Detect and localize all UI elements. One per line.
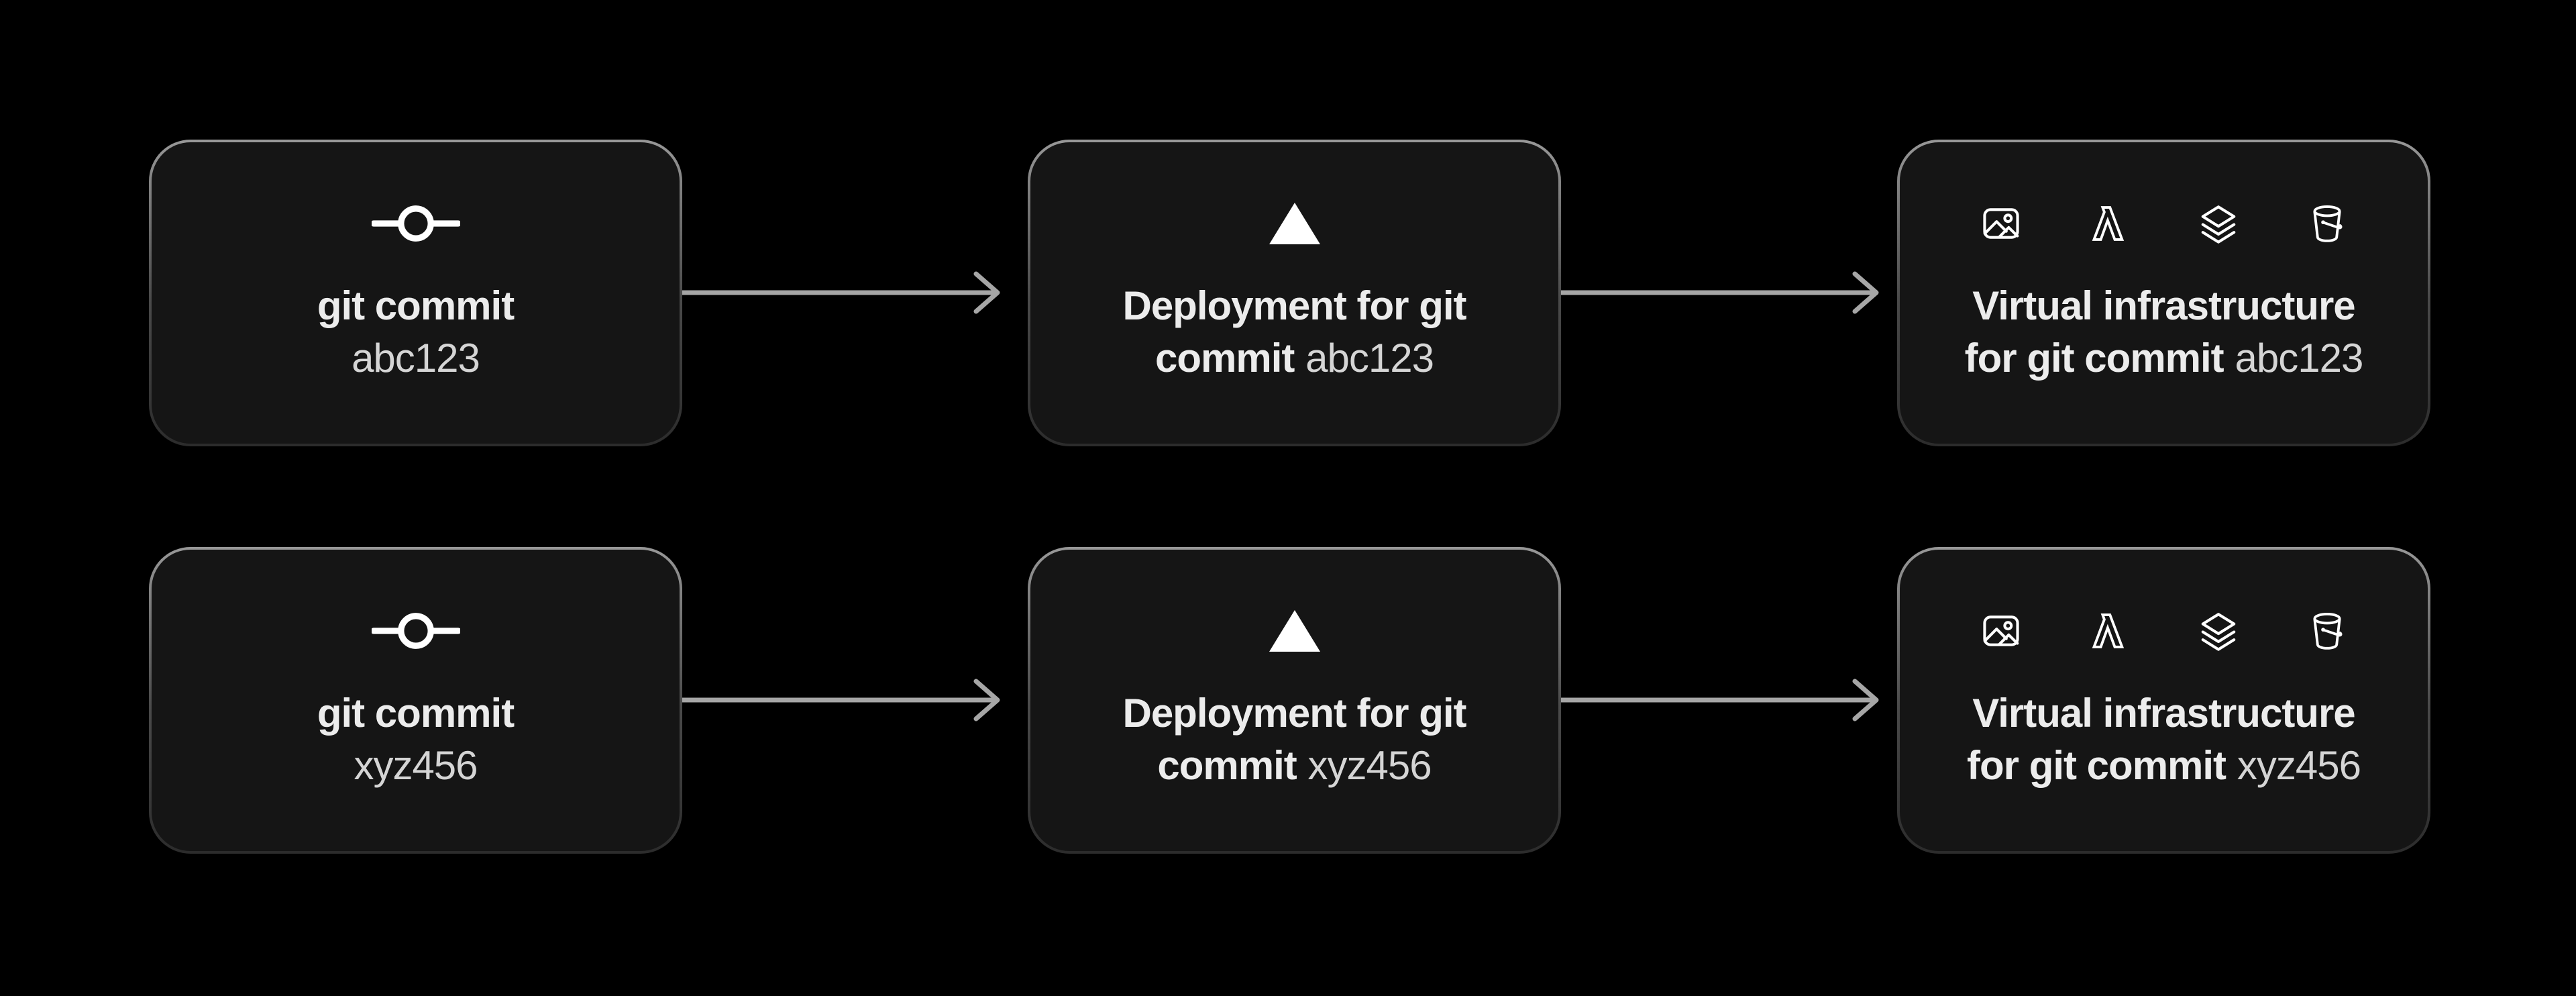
flow-arrow-icon [1561,679,1879,721]
commit-node-row1-icons [371,202,460,245]
commit-node-row1: git commit abc123 [149,140,682,446]
layers-icon [2201,205,2235,244]
infrastructure-node-row1-icons [1980,202,2348,245]
layers-icon [2201,612,2235,651]
node-title: git commit [317,283,515,328]
commit-hash: abc123 [2235,335,2363,381]
bucket-icon [2312,612,2342,650]
commit-node-row2-icons [371,609,460,652]
commit-node-row2: git commit xyz456 [149,547,682,854]
lambda-icon [2092,613,2124,648]
git-commit-icon [371,205,460,242]
bucket-icon [2312,205,2342,242]
node-title: git commit [317,690,515,736]
commit-hash: abc123 [352,335,480,381]
flow-arrow-icon [1561,271,1879,314]
git-commit-icon [371,612,460,649]
lambda-icon [2092,205,2124,241]
image-icon [1982,615,2019,646]
deployment-node-row1-icons [1269,202,1320,245]
commit-hash: xyz456 [1307,742,1432,788]
commit-node-row1-body: git commit abc123 [152,142,680,444]
commit-node-row1-label: git commit abc123 [317,280,515,385]
commit-hash: abc123 [1305,335,1434,381]
node-title: Deployment for git [1122,690,1466,736]
vercel-triangle-icon [1269,609,1320,652]
flow-arrow-icon [682,271,1000,314]
flow-arrow-icon [682,679,1000,721]
node-title: Virtual infrastructure [1972,283,2355,328]
node-title: Deployment for git [1122,283,1466,328]
node-title: Virtual infrastructure [1972,690,2355,736]
deployment-node-row2-icons [1269,609,1320,652]
commit-node-row2-label: git commit xyz456 [317,687,515,792]
commit-node-row2-body: git commit xyz456 [152,550,680,851]
infrastructure-node-row2-icons [1980,609,2348,652]
vercel-triangle-icon [1269,202,1320,244]
commit-hash: xyz456 [2237,742,2361,788]
commit-hash: xyz456 [354,742,478,788]
image-icon [1982,207,2019,239]
